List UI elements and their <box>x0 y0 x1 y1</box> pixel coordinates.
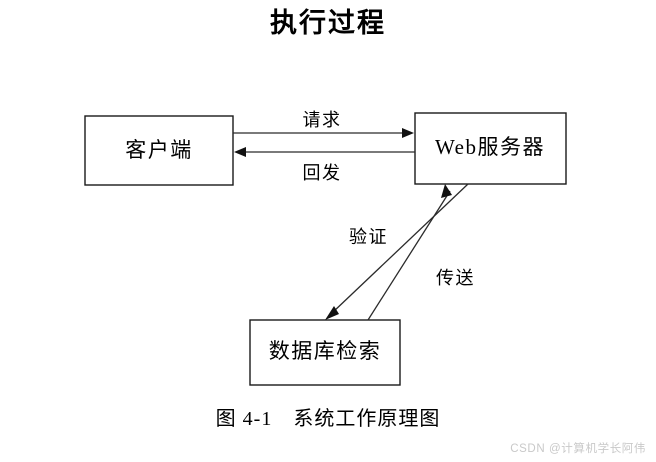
verify-label: 验证 <box>349 227 388 247</box>
postback-arrow-head <box>234 147 246 157</box>
client-box[interactable] <box>84 115 234 186</box>
edge-verify: 验证 <box>325 183 469 320</box>
request-arrow-head <box>402 128 414 138</box>
web-server-box[interactable] <box>414 112 567 185</box>
edge-postback: 回发 <box>234 147 415 183</box>
database-box[interactable] <box>249 319 401 386</box>
verify-arrow-line <box>331 183 469 314</box>
request-label: 请求 <box>303 110 342 130</box>
client-label: 客户端 <box>125 138 193 162</box>
csdn-watermark: CSDN @计算机学长阿伟 <box>510 443 646 455</box>
node-web-server[interactable]: Web服务器 <box>414 112 567 185</box>
node-database[interactable]: 数据库检索 <box>249 319 401 386</box>
transmit-arrow-head <box>441 184 452 198</box>
postback-label: 回发 <box>303 163 342 183</box>
transmit-label: 传送 <box>436 268 475 288</box>
verify-arrow-head <box>325 306 339 320</box>
database-label: 数据库检索 <box>269 339 382 363</box>
node-client[interactable]: 客户端 <box>84 115 234 186</box>
web-server-label: Web服务器 <box>435 135 545 159</box>
page-title: 执行过程 <box>270 8 386 38</box>
figure-caption: 图 4-1 系统工作原理图 <box>215 408 441 430</box>
transmit-arrow-line <box>367 190 451 321</box>
edge-request: 请求 <box>233 110 414 138</box>
edge-transmit: 传送 <box>367 184 475 321</box>
